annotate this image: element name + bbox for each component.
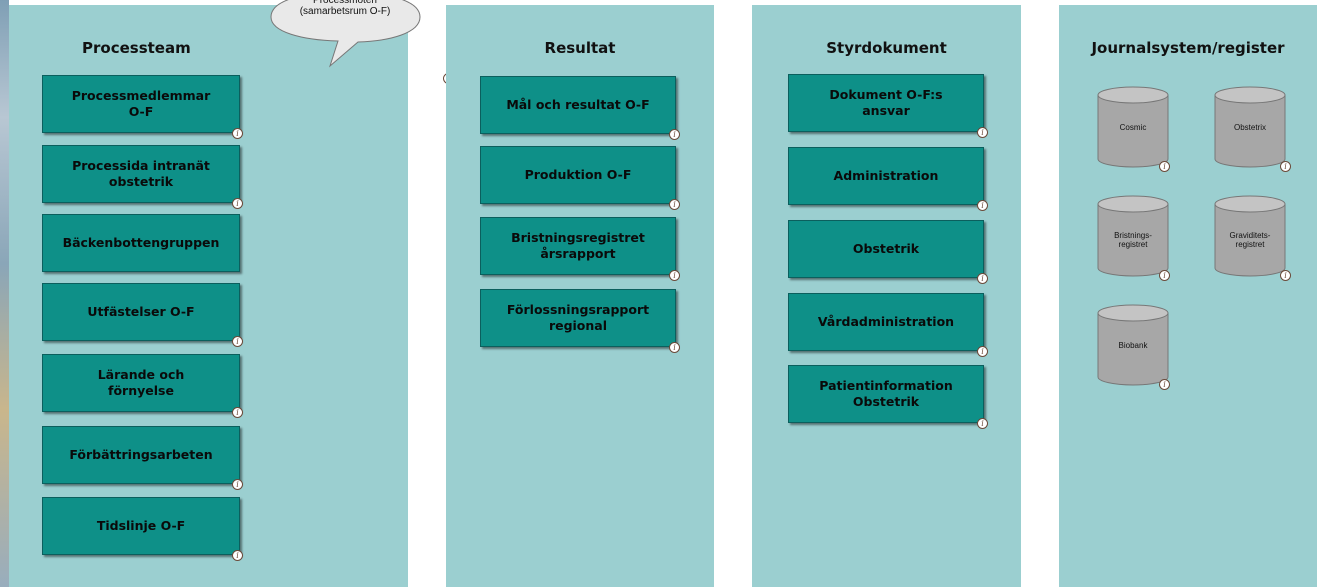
background-edge (0, 0, 9, 587)
journalsystem-panel: Journalsystem/register Cosmic i Obstetri… (1059, 5, 1317, 587)
resultat-title: Resultat (544, 39, 616, 57)
info-icon[interactable]: i (1280, 161, 1291, 172)
processmedlemmar-box[interactable]: Processmedlemmar O-F (42, 75, 240, 133)
forlossningsrapport-box[interactable]: Förlossningsrapport regional (480, 289, 676, 347)
cosmic-label: Cosmic (1119, 123, 1147, 132)
mal-och-resultat-box[interactable]: Mål och resultat O-F (480, 76, 676, 134)
utfastelser-box[interactable]: Utfästelser O-F (42, 283, 240, 341)
info-icon[interactable]: i (977, 346, 988, 357)
info-icon[interactable]: i (977, 418, 988, 429)
info-icon[interactable]: i (232, 479, 243, 490)
info-icon[interactable]: i (232, 550, 243, 561)
journalsystem-title: Journalsystem/register (1091, 39, 1285, 57)
cosmic-database-icon[interactable]: Cosmic i (1097, 86, 1170, 172)
info-icon[interactable]: i (669, 199, 680, 210)
produktion-box[interactable]: Produktion O-F (480, 146, 676, 204)
styrdokument-panel: Styrdokument Dokument O-F:s ansvar i Adm… (752, 5, 1021, 587)
processteam-panel: Processteam Processmedlemmar O-F i Proce… (9, 5, 408, 587)
forbattringsarbeten-box[interactable]: Förbättringsarbeten (42, 426, 240, 484)
tidslinje-box[interactable]: Tidslinje O-F (42, 497, 240, 555)
obstetrix-database-icon[interactable]: Obstetrix i (1214, 86, 1291, 172)
administration-box[interactable]: Administration (788, 147, 984, 205)
bristningsregistret-label: Bristnings- registret (1114, 231, 1152, 249)
info-icon[interactable]: i (1159, 379, 1170, 390)
obstetrik-box[interactable]: Obstetrik (788, 220, 984, 278)
info-icon[interactable]: i (1159, 161, 1170, 172)
info-icon[interactable]: i (669, 129, 680, 140)
processmoten-callout[interactable]: Processmöten (samarbetsrum O-F) (268, 0, 422, 75)
info-icon[interactable]: i (1159, 270, 1170, 281)
info-icon[interactable]: i (669, 342, 680, 353)
backenbottengruppen-box[interactable]: Bäckenbottengruppen (42, 214, 240, 272)
patientinformation-box[interactable]: Patientinformation Obstetrik (788, 365, 984, 423)
biobank-label: Biobank (1118, 341, 1148, 350)
info-icon[interactable]: i (232, 336, 243, 347)
bristningsregistret-database-icon[interactable]: Bristnings- registret i (1097, 195, 1170, 281)
graviditetsregistret-database-icon[interactable]: Graviditets- registret i (1214, 195, 1291, 281)
callout-text: Processmöten (samarbetsrum O-F) (299, 0, 391, 17)
info-icon[interactable]: i (669, 270, 680, 281)
info-icon[interactable]: i (232, 198, 243, 209)
larande-box[interactable]: Lärande och förnyelse (42, 354, 240, 412)
graviditetsregistret-label: Graviditets- registret (1229, 231, 1271, 249)
info-icon[interactable]: i (977, 273, 988, 284)
info-icon[interactable]: i (232, 128, 243, 139)
styrdokument-title: Styrdokument (826, 39, 947, 57)
info-icon[interactable]: i (977, 127, 988, 138)
info-icon[interactable]: i (232, 407, 243, 418)
resultat-panel: Resultat Mål och resultat O-F i Produkti… (446, 5, 714, 587)
vardadministration-box[interactable]: Vårdadministration (788, 293, 984, 351)
obstetrix-label: Obstetrix (1233, 123, 1266, 132)
dokument-ansvar-box[interactable]: Dokument O-F:s ansvar (788, 74, 984, 132)
bristningsregistret-box[interactable]: Bristningsregistret årsrapport (480, 217, 676, 275)
processida-box[interactable]: Processida intranät obstetrik (42, 145, 240, 203)
info-icon[interactable]: i (977, 200, 988, 211)
biobank-database-icon[interactable]: Biobank i (1097, 304, 1170, 390)
info-icon[interactable]: i (1280, 270, 1291, 281)
processteam-title: Processteam (82, 39, 191, 57)
